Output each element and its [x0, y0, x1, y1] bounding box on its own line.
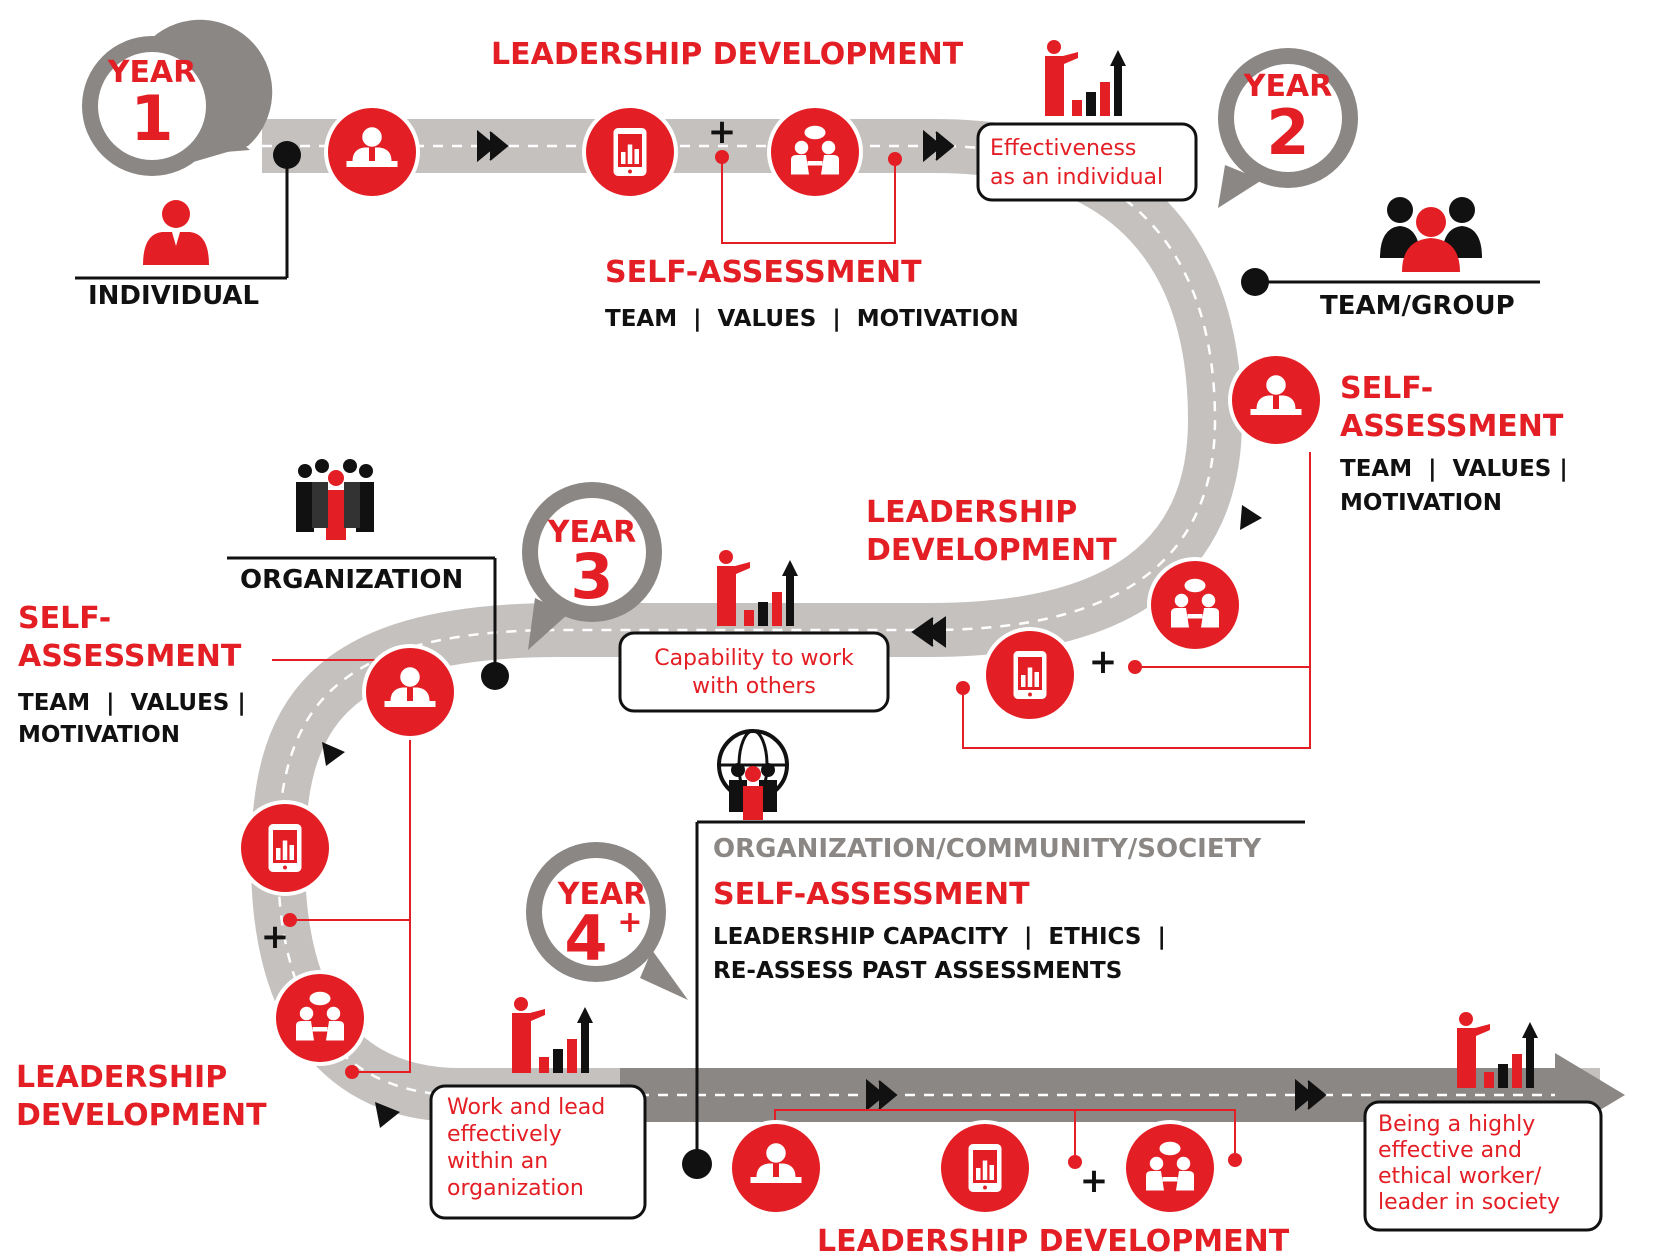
outcome-text: with others: [692, 674, 816, 699]
outcome-text: organization: [447, 1176, 584, 1201]
chevron-right-icon: [375, 1102, 400, 1128]
outcome-text: ethical worker/: [1378, 1164, 1542, 1189]
organization-icon: [296, 459, 374, 540]
node-discussion: [1122, 1120, 1218, 1216]
plus-signs: + + + +: [261, 112, 1118, 1201]
year-1-marker: YEAR 1: [82, 19, 273, 176]
chevron-down-icon: [1240, 505, 1262, 530]
self-assessment-topics: TEAM | VALUES |: [18, 690, 246, 716]
stage-label: TEAM/GROUP: [1320, 291, 1515, 321]
node-discussion: [1147, 557, 1243, 653]
outcome-text: effective and: [1378, 1138, 1522, 1163]
chevron-right-icon: [866, 1078, 898, 1112]
chevron-right-icon: [477, 129, 509, 163]
self-assessment-heading: SELF-: [1340, 371, 1433, 406]
self-assessment-heading: ASSESSMENT: [1340, 409, 1564, 444]
year-plus: +: [617, 905, 642, 940]
self-assessment-heading: ASSESSMENT: [18, 639, 242, 674]
stage-label: ORGANIZATION: [240, 565, 463, 595]
stage-label: INDIVIDUAL: [88, 281, 259, 311]
growth-chart-icon: [1045, 40, 1126, 116]
outcome-text: within an: [447, 1149, 548, 1174]
person-icon: [143, 200, 209, 265]
chevron-down-icon: [322, 742, 345, 766]
leadership-development-heading: DEVELOPMENT: [16, 1098, 267, 1133]
year-label: YEAR: [107, 55, 197, 90]
outcome-text: Effectiveness: [990, 136, 1136, 161]
outcome-text: Work and lead: [447, 1095, 605, 1120]
direction-chevrons: [322, 129, 1327, 1128]
node-tablet: [582, 104, 678, 200]
tablet-chart-icon: [613, 128, 647, 176]
chevron-right-icon: [923, 129, 955, 163]
plus-icon: +: [1080, 1161, 1109, 1201]
node-discussion: [767, 104, 863, 200]
self-assessment-topics: LEADERSHIP CAPACITY | ETHICS |: [713, 924, 1166, 950]
self-assessment-topics: TEAM | VALUES | MOTIVATION: [605, 306, 1019, 332]
leadership-development-heading: LEADERSHIP: [16, 1060, 227, 1095]
outcome-text: Capability to work: [654, 646, 854, 671]
stage-organization: ORGANIZATION: [227, 459, 509, 690]
node-self-assessment: [362, 644, 458, 740]
leadership-development-heading: LEADERSHIP: [866, 495, 1077, 530]
outcome-bubble-4: Being a highly effective and ethical wor…: [1363, 1100, 1603, 1232]
leadership-development-heading: DEVELOPMENT: [866, 533, 1117, 568]
stage-label: ORGANIZATION/COMMUNITY/SOCIETY: [713, 834, 1262, 864]
node-self-assessment: [324, 104, 420, 200]
node-discussion: [272, 970, 368, 1066]
connector-dots: [283, 150, 1242, 1169]
year-number: 2: [1266, 96, 1309, 169]
node-tablet: [982, 627, 1078, 723]
node-self-assessment: [1228, 352, 1324, 448]
outcome-text: leader in society: [1378, 1190, 1560, 1215]
leadership-development-heading: LEADERSHIP DEVELOPMENT: [491, 37, 964, 72]
outcome-bubble-2: Capability to work with others: [618, 631, 890, 713]
team-icon: [1380, 197, 1482, 272]
globe-people-icon: [717, 729, 789, 820]
growth-chart-icon: [512, 997, 593, 1073]
node-self-assessment: [728, 1120, 824, 1216]
headings: LEADERSHIP DEVELOPMENT SELF-ASSESSMENT T…: [16, 37, 1568, 1259]
stage-society: ORGANIZATION/COMMUNITY/SOCIETY: [682, 729, 1305, 1179]
plus-icon: +: [261, 917, 290, 957]
stage-team: TEAM/GROUP: [1241, 197, 1540, 321]
node-tablet: [237, 800, 333, 896]
chevron-left-icon: [911, 616, 946, 648]
plus-icon: +: [1089, 642, 1118, 682]
year-number: 1: [130, 82, 173, 155]
self-assessment-topics: MOTIVATION: [1340, 490, 1502, 516]
outcome-text: effectively: [447, 1122, 562, 1147]
tablet-chart-icon: [968, 1144, 1002, 1192]
road-nodes: [237, 104, 1324, 1216]
self-assessment-topics: TEAM | VALUES |: [1340, 456, 1568, 482]
node-tablet: [937, 1120, 1033, 1216]
outcome-text: Being a highly: [1378, 1112, 1535, 1137]
year-label: YEAR: [557, 877, 647, 912]
tablet-chart-icon: [1013, 651, 1047, 699]
plus-icon: +: [708, 112, 737, 152]
self-assessment-topics: MOTIVATION: [18, 722, 180, 748]
stage-individual: INDIVIDUAL: [75, 141, 301, 311]
self-assessment-heading: SELF-ASSESSMENT: [713, 877, 1030, 912]
outcome-text: as an individual: [990, 165, 1163, 190]
year-label: YEAR: [1243, 69, 1333, 104]
year-number: 4: [564, 902, 607, 975]
year-4-marker: YEAR 4 +: [526, 842, 688, 1000]
self-assessment-heading: SELF-: [18, 601, 111, 636]
self-assessment-heading: SELF-ASSESSMENT: [605, 255, 922, 290]
year-3-marker: YEAR 3: [522, 482, 662, 650]
tablet-chart-icon: [268, 824, 302, 872]
year-label: YEAR: [547, 515, 637, 550]
outcome-bubble-1: Effectiveness as an individual: [976, 122, 1198, 202]
year-2-marker: YEAR 2: [1218, 48, 1358, 208]
self-assessment-topics: RE-ASSESS PAST ASSESSMENTS: [713, 958, 1122, 984]
leadership-development-heading: LEADERSHIP DEVELOPMENT: [817, 1224, 1290, 1259]
chevron-right-icon: [1295, 1078, 1327, 1112]
year-number: 3: [570, 540, 613, 613]
outcome-bubble-3: Work and lead effectively within an orga…: [429, 1084, 647, 1220]
